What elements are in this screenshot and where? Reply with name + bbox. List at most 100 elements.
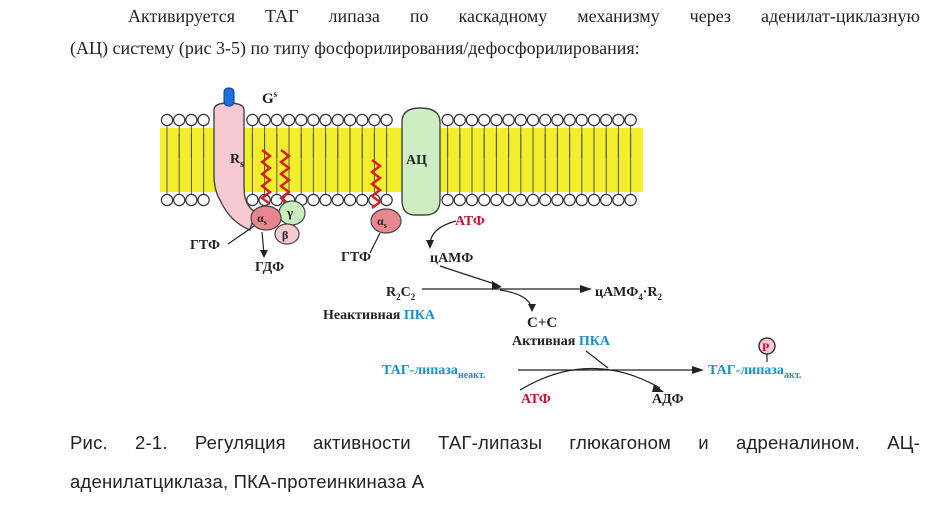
gtp-label-1: ГТФ	[190, 238, 220, 253]
lipid-head-inner	[319, 193, 332, 207]
lipid-head-inner	[160, 193, 174, 207]
lipid-head-outer	[490, 113, 503, 127]
lipid-head-inner	[514, 193, 528, 207]
hormone-ligand	[223, 87, 235, 107]
atp-label-bottom: АТФ	[521, 392, 551, 407]
lipid-head-outer	[465, 113, 479, 127]
lipid-head-outer	[539, 113, 552, 127]
lipid-head-outer	[295, 113, 308, 127]
lipid-head-inner	[624, 193, 637, 207]
gs-label: Gs	[262, 89, 278, 107]
lipid-head-outer	[380, 113, 393, 127]
lipid-head-inner	[172, 193, 186, 207]
gtp-label-2: ГТФ	[341, 250, 371, 265]
lipid-head-inner	[453, 193, 466, 207]
lipid-head-inner	[246, 193, 259, 207]
cc-label: С+С	[527, 315, 557, 331]
camp-flow-arrow	[439, 265, 499, 286]
lipid-head-inner	[600, 193, 613, 207]
gtp-arrow-1	[227, 225, 255, 245]
gdp-label: ГДФ	[255, 260, 284, 275]
lipid-head-outer	[600, 113, 613, 127]
lipid-head-outer	[319, 113, 332, 127]
caption-line-2: аденилатциклаза, ПКА-протеинкиназа А	[70, 471, 425, 492]
release-c-arrow	[499, 289, 533, 309]
tag-lipase-inactive: ТАГ-липазанеакт.	[382, 363, 486, 381]
inactive-pka-label: Неактивная ПКА	[323, 308, 436, 323]
lipid-head-outer	[514, 113, 528, 127]
ac-label: АЦ	[406, 153, 427, 168]
atp-to-camp-arrow	[429, 220, 457, 246]
lipid-head-outer	[453, 113, 466, 127]
alpha-subunit-right	[370, 208, 402, 234]
lipid-head-inner	[307, 193, 320, 207]
r2c2-arrowhead	[580, 285, 592, 293]
lipid-head-outer	[551, 113, 564, 127]
atp-to-camp-arrowhead	[426, 240, 434, 249]
r2c2-label: R2C2	[386, 285, 416, 302]
anchor-zigzag-2	[279, 149, 291, 205]
lipid-head-outer	[343, 113, 357, 127]
alpha-label-right: αs	[377, 214, 387, 230]
tag-reaction-arrowhead	[692, 366, 704, 374]
lipid-head-inner	[526, 193, 540, 207]
lipid-head-outer	[526, 113, 540, 127]
camp4-r2-label: цАМФ4·R2	[595, 285, 663, 302]
alpha-label-left: αs	[257, 211, 267, 227]
lipid-head-inner	[380, 193, 393, 207]
lipid-head-inner	[331, 193, 344, 207]
anchor-zigzag-1	[260, 149, 272, 205]
adp-label: АДФ	[652, 392, 684, 407]
lipid-head-inner	[478, 193, 491, 207]
lipid-head-outer	[331, 113, 344, 127]
lipid-head-outer	[563, 113, 576, 127]
beta-subunit	[274, 223, 300, 245]
lipid-head-outer	[587, 113, 601, 127]
lipid-head-outer	[185, 113, 198, 127]
paragraph-line-2: (АЦ) систему (рис 3-5) по типу фосфорили…	[70, 38, 640, 58]
lipid-head-outer	[246, 113, 259, 127]
lipid-head-inner	[356, 193, 369, 207]
lipid-heads	[160, 113, 637, 207]
pka-catalysis-arrow	[519, 367, 661, 391]
caption-line-1: Рис. 2-1. Регуляция активности ТАГ-липаз…	[70, 432, 920, 453]
gamma-label: γ	[286, 205, 293, 220]
lipid-head-outer	[270, 113, 283, 127]
phosphate-label: P	[762, 340, 769, 354]
anchor-zigzag-3	[370, 159, 382, 209]
lipid-head-outer	[502, 113, 515, 127]
lipid-head-inner	[270, 193, 283, 207]
lipid-head-inner	[587, 193, 601, 207]
camp-label: цАМФ	[430, 251, 473, 266]
lipid-head-outer	[172, 113, 186, 127]
lipid-head-outer	[441, 113, 454, 127]
lipid-head-inner	[539, 193, 552, 207]
alpha-subunit-left	[250, 205, 282, 231]
lipid-head-outer	[160, 113, 174, 127]
lipid-head-inner	[563, 193, 576, 207]
lipid-head-outer	[575, 113, 589, 127]
pka-catalysis-arrowhead	[652, 384, 664, 392]
lipid-head-outer	[197, 113, 210, 127]
paragraph-text-1: Активируется ТАГ липаза по каскадному ме…	[128, 6, 920, 26]
lipid-head-outer	[307, 113, 320, 127]
active-pka-label: Активная ПКА	[512, 334, 611, 349]
lipid-head-outer	[624, 113, 637, 127]
rs-label: Rs	[230, 152, 244, 170]
release-c-arrowhead	[528, 304, 536, 312]
pka-to-reaction-line	[585, 350, 609, 369]
lipid-head-outer	[478, 113, 491, 127]
lipid-head-inner	[551, 193, 564, 207]
camp-flow-arrowhead	[492, 281, 502, 290]
lipid-head-inner	[185, 193, 198, 207]
lipid-head-inner	[490, 193, 503, 207]
tag-lipase-active: ТАГ-липазаакт.	[708, 363, 802, 381]
adenylyl-cyclase	[401, 107, 441, 216]
lipid-head-outer	[282, 113, 296, 127]
lipid-head-inner	[343, 193, 357, 207]
lipid-head-outer	[612, 113, 625, 127]
lipid-head-inner	[441, 193, 454, 207]
atp-label-top: АТФ	[455, 214, 485, 229]
beta-label: β	[282, 228, 288, 242]
lipid-head-outer	[368, 113, 381, 127]
